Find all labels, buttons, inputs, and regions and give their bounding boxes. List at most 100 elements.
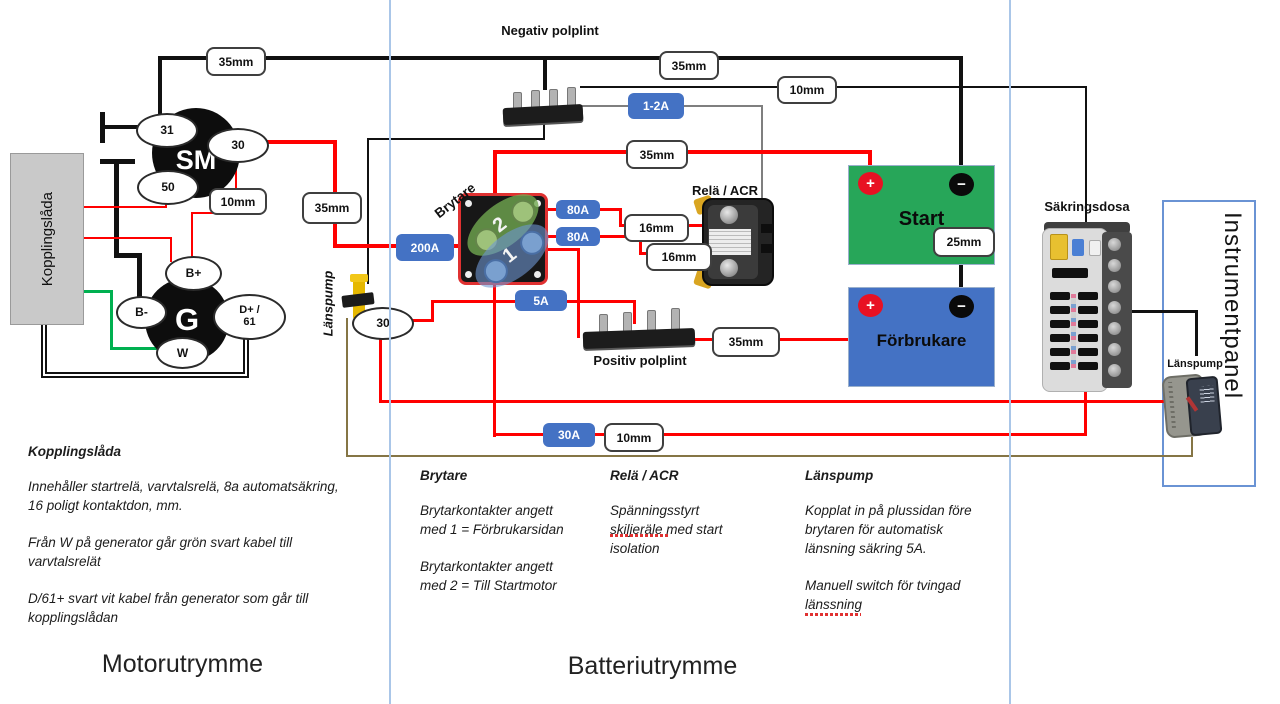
green-w-wire-a	[84, 290, 113, 293]
olive-wire-h	[346, 455, 1193, 457]
forbrukare-plus-pole: +	[858, 294, 883, 317]
fuse-80a-bottom: 80A	[556, 227, 600, 246]
bus-drop-start-minus	[959, 56, 963, 176]
bw-cable-v1-core	[43, 322, 45, 374]
start-battery-label: Start	[898, 207, 945, 230]
fusebox-circuit-label	[1050, 320, 1070, 328]
notes-rele-p1: Spänningsstyrt skiljeräle med start isol…	[610, 503, 723, 556]
zone-divider-batteri-instrument	[1009, 0, 1011, 704]
neg-10mm-wire-v	[1085, 86, 1087, 226]
acr1-wire-a	[546, 208, 560, 211]
fuse-5a: 5A	[515, 290, 567, 311]
fusebox-circuit-label	[1050, 306, 1070, 314]
notes-lanspump-p1: Kopplat in på plussidan före brytaren fö…	[805, 503, 972, 556]
fusebox-circuit-label	[1050, 348, 1070, 356]
fusebox-screw	[1108, 343, 1121, 356]
terminal-dplus61: D+ / 61	[213, 294, 286, 340]
bus-drop-startmotor	[158, 56, 162, 118]
lanspump-switch-label: Länspump	[1167, 358, 1223, 370]
shunt-wire-2	[684, 105, 763, 107]
switch-screw	[534, 271, 541, 278]
rele-acr-device	[692, 194, 779, 290]
switch-screw	[465, 200, 472, 207]
fusebox-circuit-label	[1050, 362, 1070, 370]
fusebox-blue-fuse	[1072, 239, 1084, 256]
fusebox-screw	[1108, 238, 1121, 251]
brytare-consumer-down-wire	[493, 285, 496, 437]
ground-wire-generator-v	[114, 159, 119, 258]
sm30-to-200a-wire	[333, 244, 399, 248]
200a-to-brytare-wire	[450, 244, 464, 248]
busbar-bar	[582, 328, 696, 349]
terminal-31: 31	[136, 113, 198, 148]
negativ-polplint-label: Negativ polplint	[501, 23, 599, 38]
fusebox-screw	[1108, 364, 1121, 377]
busbar-bar	[502, 103, 584, 126]
bw-cable-h-core	[43, 374, 247, 376]
fusebox-circuit-label	[1078, 334, 1098, 342]
notes-kopplingslada-title: Kopplingslåda	[28, 444, 122, 459]
rocker-text-lines	[1199, 385, 1215, 403]
zone-divider-motor-batteri	[389, 0, 391, 704]
fusebox-circuit-label	[1078, 362, 1098, 370]
switch-screw	[465, 271, 472, 278]
notes-lanspump-title: Länspump	[805, 468, 874, 483]
lanspump-valve-label: Länspump	[320, 270, 336, 337]
sm30-bplus-wire-c	[191, 212, 193, 260]
green-w-wire-c	[110, 347, 162, 350]
fusebox-circuit-label	[1050, 334, 1070, 342]
olive-wire-v2	[1191, 437, 1193, 457]
valve-handle	[341, 292, 375, 308]
valve-down-wire	[379, 334, 382, 403]
start-minus-pole: −	[949, 173, 974, 196]
bilge5a-wire-c	[431, 300, 517, 303]
brytare1-out-wire	[546, 248, 580, 251]
acr1-wire-b	[598, 208, 622, 211]
fusebox-spare-fuse	[1089, 240, 1101, 256]
rele-acr-label: Relä / ACR	[692, 183, 758, 198]
start-plus-pole: +	[858, 172, 883, 195]
terminal-bplus: B+	[165, 256, 222, 291]
fusebox30a-wire-a	[493, 433, 545, 436]
notes-brytare-p1: Brytarkontakter angett med 1 = Förbrukar…	[420, 503, 564, 537]
notes-kopplingslada-p2: Från W på generator går grön svart kabel…	[28, 535, 293, 569]
kopplingslada-box: Kopplingslåda	[10, 153, 84, 325]
notes-kopplingslada-p1: Innehåller startrelä, varvtalsrelä, 8a a…	[28, 479, 339, 513]
generator-label: G	[174, 302, 200, 337]
fuse-200a: 200A	[396, 234, 454, 261]
valve-cap	[350, 274, 368, 282]
lanspump-rocker-switch	[1161, 372, 1228, 439]
brytare1-polplint-wire	[577, 248, 580, 338]
instrumentpanel-box	[1162, 200, 1256, 487]
kopplingslada-box-label: Kopplingslåda	[38, 191, 56, 287]
brytare-switch: 2 1	[456, 182, 560, 300]
fusebox-name-strip	[1052, 268, 1088, 278]
shunt-wire-3	[761, 105, 763, 249]
polplint-forbrukare-wire	[692, 338, 870, 341]
acr1-wire-c	[619, 208, 622, 227]
fusebox-circuit-label	[1078, 306, 1098, 314]
ground-wire-bminus	[137, 253, 142, 300]
zone-motorutrymme: Motorutrymme	[101, 650, 264, 678]
notes-rele: Relä / ACR Spänningsstyrt skiljeräle med…	[610, 466, 785, 576]
lanspump-valve	[341, 274, 375, 322]
fusebox-screw	[1108, 280, 1121, 293]
fusebox-screw	[1108, 259, 1121, 272]
bilge5a-wire-b	[431, 300, 434, 322]
relay-label-sticker	[709, 229, 751, 255]
cable-label-16mm-acr1: 16mm	[624, 214, 689, 242]
fusebox30a-wire-b	[593, 433, 606, 436]
fuse-80a-top: 80A	[556, 200, 600, 219]
terminal-30-valve: 30	[352, 307, 414, 340]
fusebox-circuit-label	[1078, 292, 1098, 300]
bilge5a-wire-a	[408, 319, 434, 322]
notes-brytare: Brytare Brytarkontakter angett med 1 = F…	[420, 466, 605, 613]
acr2-wire-b	[598, 235, 642, 238]
start-plus-drop-wire	[868, 150, 872, 178]
cable-label-16mm-acr2: 16mm	[646, 243, 712, 271]
bilge5a-wire-e	[633, 300, 636, 324]
cable-label-35mm-forbrukare: 35mm	[712, 327, 780, 357]
fuse-1-2a: 1-2A	[628, 93, 684, 119]
acr2-wire-c	[639, 235, 642, 255]
